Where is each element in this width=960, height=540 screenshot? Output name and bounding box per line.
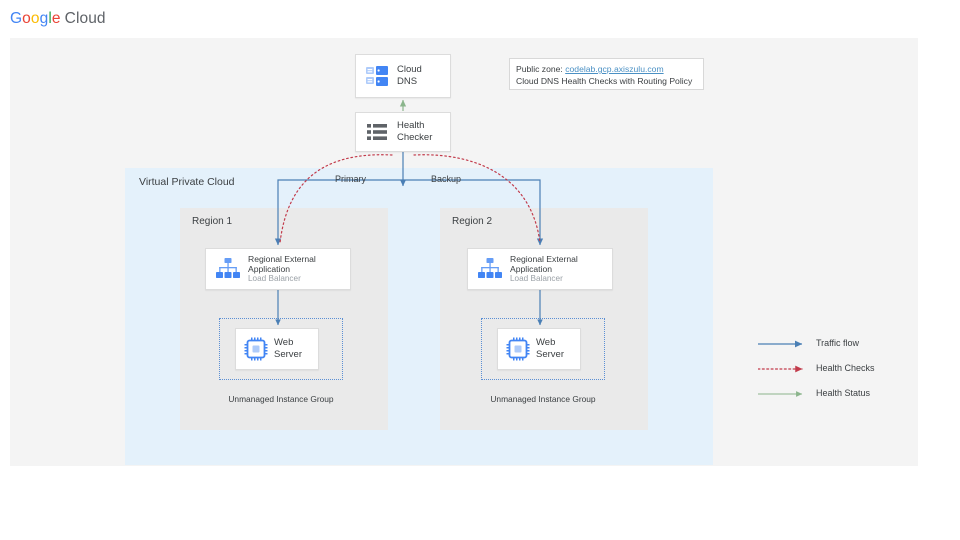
node-health-checker[interactable]: Health Checker xyxy=(355,112,451,152)
load-balancer-2-text: Regional External Application Load Balan… xyxy=(510,254,578,285)
node-web-server-2[interactable]: Web Server xyxy=(497,328,581,370)
legend-item-traffic-flow: Traffic flow xyxy=(758,330,903,355)
health-checker-text: Health Checker xyxy=(397,120,432,143)
node-load-balancer-1[interactable]: Regional External Application Load Balan… xyxy=(205,248,351,290)
cloud-dns-text: Cloud DNS xyxy=(397,64,444,87)
public-zone-callout: Public zone: codelab.gcp.axiszulu.com Cl… xyxy=(509,58,704,90)
load-balancer-1-line1: Regional External xyxy=(248,253,316,264)
legend-label-health-status: Health Status xyxy=(816,387,871,398)
legend: Traffic flow Health Checks xyxy=(757,330,903,405)
load-balancer-2-sub: Load Balancer xyxy=(510,274,563,284)
cloud-dns-icon xyxy=(362,65,392,87)
edge-label-primary: Primary xyxy=(335,174,366,184)
web-server-2-line2: Server xyxy=(536,349,564,360)
legend-label-traffic-flow: Traffic flow xyxy=(816,337,860,348)
region-2-label: Region 2 xyxy=(452,216,493,227)
load-balancer-icon xyxy=(473,257,507,281)
load-balancer-2-line2: Application xyxy=(510,264,553,274)
legend-label-health-checks: Health Checks xyxy=(816,362,875,373)
logo-letter-e: e xyxy=(51,10,61,27)
region-1-container: Region 1 xyxy=(180,208,388,430)
callout-description: Cloud DNS Health Checks with Routing Pol… xyxy=(516,76,693,87)
load-balancer-icon xyxy=(211,257,245,281)
load-balancer-1-sub: Load Balancer xyxy=(248,274,301,284)
logo-letter-o1: o xyxy=(22,10,31,27)
public-zone-label: Public zone: xyxy=(516,64,563,74)
edge-label-backup: Backup xyxy=(431,174,462,184)
logo-letter-o2: o xyxy=(30,10,40,27)
node-load-balancer-2[interactable]: Regional External Application Load Balan… xyxy=(467,248,613,290)
web-server-1-line2: Server xyxy=(274,349,302,360)
legend-item-health-checks: Health Checks xyxy=(757,355,903,380)
health-checker-label-line2: Checker xyxy=(397,132,433,143)
cpu-chip-icon xyxy=(241,337,271,361)
web-server-1-line1: Web xyxy=(274,337,294,349)
node-web-server-1[interactable]: Web Server xyxy=(235,328,319,370)
health-checker-label-line1: Health xyxy=(397,120,425,132)
legend-key-traffic-flow xyxy=(758,337,810,349)
node-cloud-dns[interactable]: Cloud DNS xyxy=(355,54,451,98)
logo-letter-l: l xyxy=(48,10,52,27)
load-balancer-1-line2: Application xyxy=(248,264,291,274)
instance-group-2-label: Unmanaged Instance Group xyxy=(490,394,596,404)
legend-key-health-status xyxy=(758,387,810,399)
logo-letter-g: g xyxy=(39,10,49,27)
instance-group-1 xyxy=(219,318,343,380)
region-2-container: Region 2 xyxy=(440,208,648,430)
cloud-dns-label: Cloud DNS xyxy=(397,64,422,87)
region-1-label: Region 1 xyxy=(192,216,233,227)
web-server-2-line1: Web xyxy=(536,337,556,349)
instance-group-2 xyxy=(481,318,605,380)
logo-word-cloud: Cloud xyxy=(64,10,106,27)
load-balancer-2-line1: Regional External xyxy=(510,253,578,264)
logo-letter-G: G xyxy=(10,10,23,27)
load-balancer-1-text: Regional External Application Load Balan… xyxy=(248,254,316,285)
instance-group-1-label: Unmanaged Instance Group xyxy=(228,394,334,404)
web-server-2-text: Web Server xyxy=(536,337,564,360)
vpc-label: Virtual Private Cloud xyxy=(139,176,235,188)
callout-line-zone: Public zone: codelab.gcp.axiszulu.com xyxy=(516,63,697,75)
public-zone-link[interactable]: codelab.gcp.axiszulu.com xyxy=(565,64,664,74)
health-checker-list-icon xyxy=(362,123,392,141)
legend-key-health-checks xyxy=(757,362,810,374)
diagram-canvas: Virtual Private Cloud Region 1 Region 2 … xyxy=(10,38,918,466)
web-server-1-text: Web Server xyxy=(274,337,302,360)
cpu-chip-icon xyxy=(503,337,533,361)
legend-item-health-status: Health Status xyxy=(758,380,903,405)
